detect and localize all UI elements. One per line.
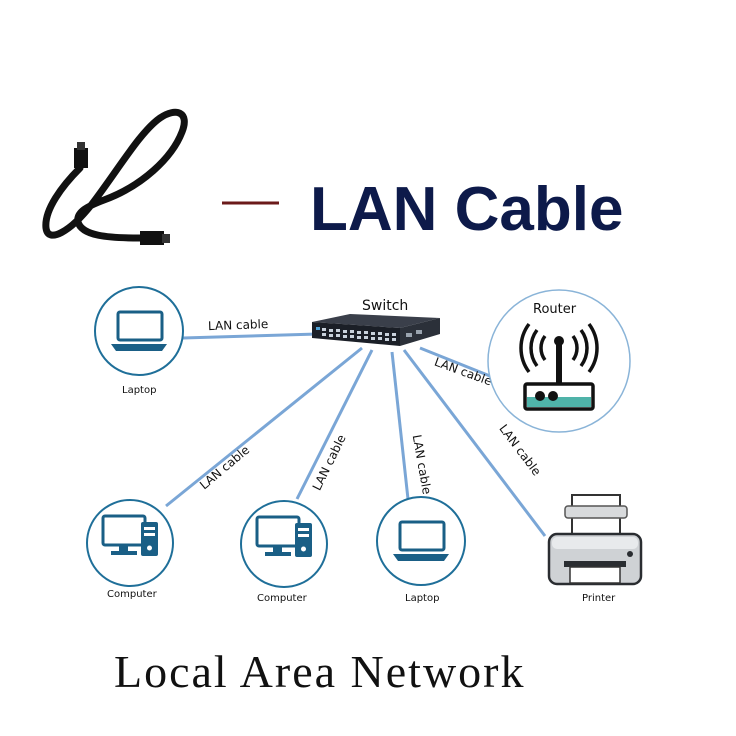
laptop-icon xyxy=(393,520,449,561)
cable-printer xyxy=(402,349,547,537)
device-label: Computer xyxy=(257,593,308,604)
device-label: Printer xyxy=(582,593,616,604)
device-label: Laptop xyxy=(122,385,156,396)
device-computer-2: Computer xyxy=(240,500,328,604)
device-printer: Printer xyxy=(547,494,643,604)
computer-icon xyxy=(255,515,312,557)
switch-icon xyxy=(312,314,440,346)
laptop-icon xyxy=(111,310,167,351)
router-label: Router xyxy=(533,302,577,317)
switch-label: Switch xyxy=(362,298,408,314)
cable-laptop-2 xyxy=(390,351,410,500)
computer-icon xyxy=(101,514,158,556)
printer-icon xyxy=(547,494,643,586)
router-icon xyxy=(519,322,599,411)
cables xyxy=(165,331,547,537)
cable-logo-icon xyxy=(42,108,188,245)
cable-label: LAN cable xyxy=(432,355,493,389)
cable-label: LAN cable xyxy=(410,434,434,496)
cable-label: LAN cable xyxy=(208,317,269,333)
page-title: LAN Cable xyxy=(310,175,623,244)
device-label: Laptop xyxy=(405,593,439,604)
cable-label: LAN cable xyxy=(197,443,252,492)
device-computer-1: Computer xyxy=(86,499,174,600)
router-node: Router xyxy=(487,289,631,433)
cable-computer-2 xyxy=(295,349,374,500)
cable-label: LAN cable xyxy=(496,422,543,479)
footer-caption: Local Area Network xyxy=(114,646,526,697)
device-label: Computer xyxy=(107,589,158,600)
device-laptop-1: Laptop xyxy=(94,286,184,396)
cable-computer-1 xyxy=(165,346,363,508)
device-laptop-2: Laptop xyxy=(376,496,466,604)
